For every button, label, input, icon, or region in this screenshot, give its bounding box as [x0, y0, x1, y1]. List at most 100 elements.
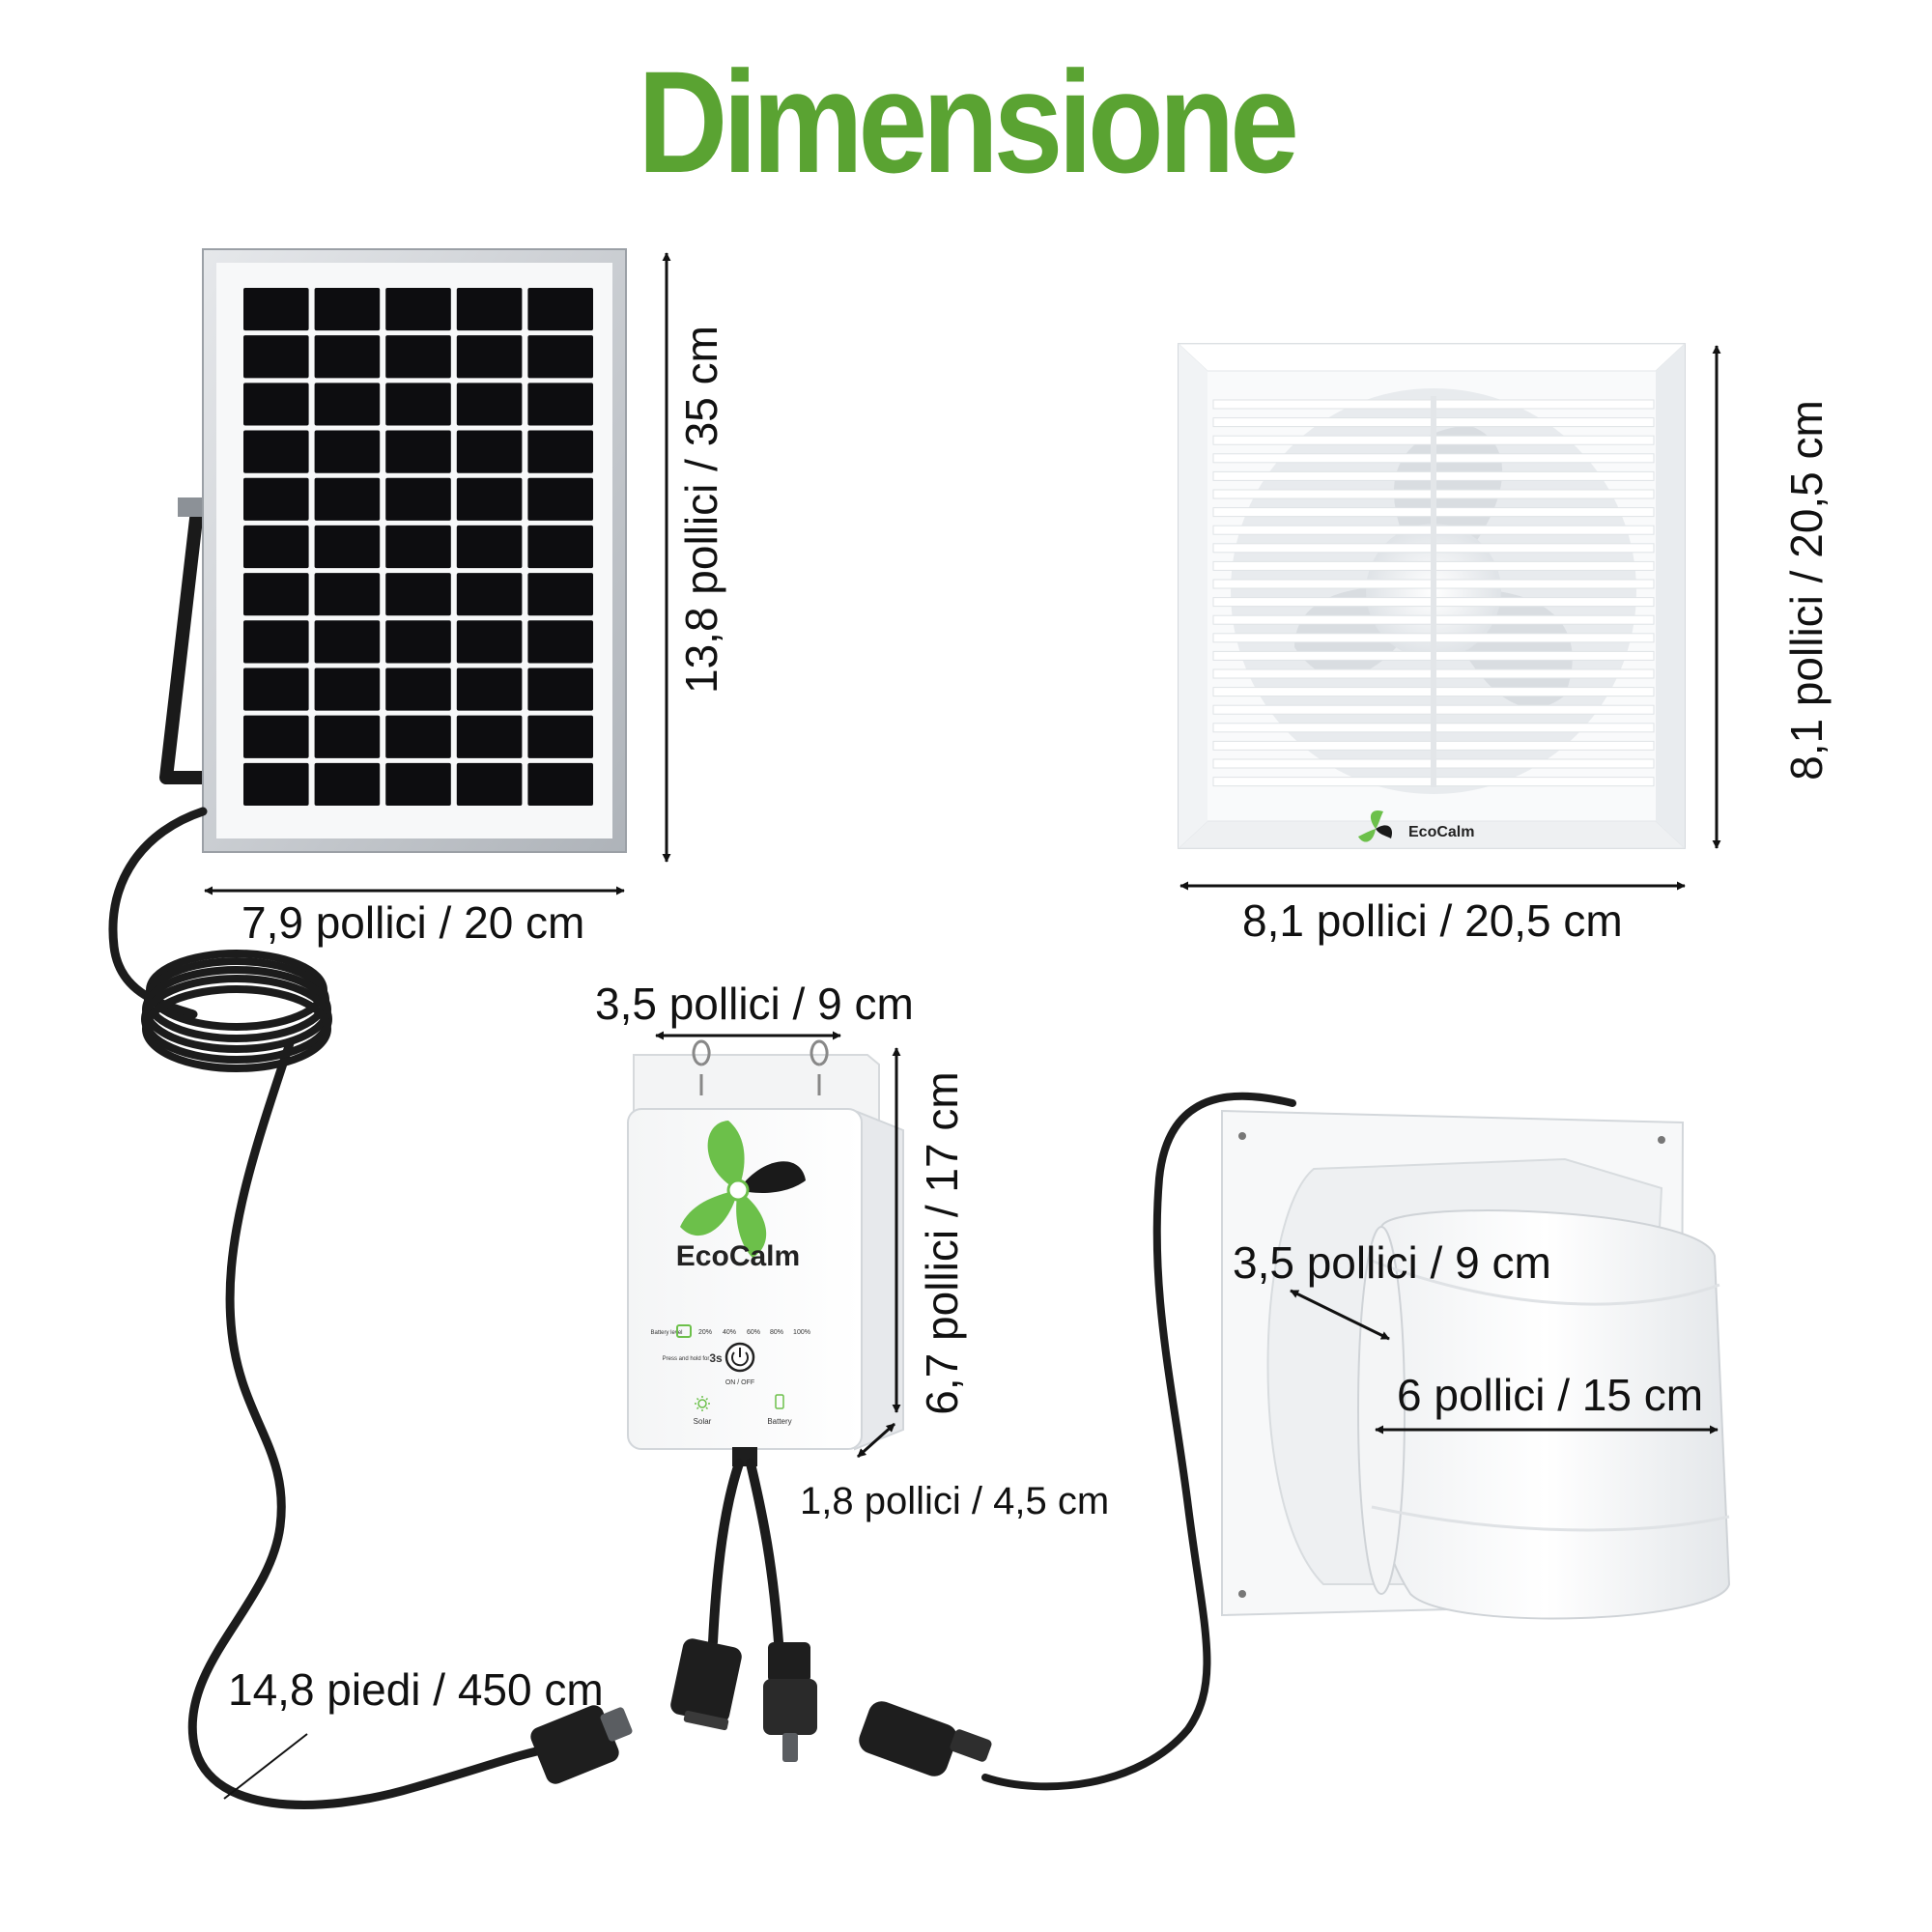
solar-cell	[243, 383, 309, 426]
solar-sun-icon	[695, 1396, 710, 1411]
solar-cell	[314, 668, 381, 711]
solar-cell	[385, 715, 451, 758]
solar-cell	[243, 335, 309, 379]
solar-cell	[385, 620, 451, 664]
fan-logo-icon	[1358, 810, 1393, 842]
solar-cell	[243, 525, 309, 569]
solar-cell	[527, 573, 593, 616]
solar-cell	[456, 620, 523, 664]
duct-diameter-label: 6 pollici / 15 cm	[1397, 1370, 1704, 1420]
solar-cell	[243, 762, 309, 806]
solar-cell	[456, 430, 523, 473]
solar-cell	[527, 715, 593, 758]
solar-cell	[527, 762, 593, 806]
solar-cell	[314, 477, 381, 521]
solar-cell	[314, 762, 381, 806]
solar-cell	[456, 288, 523, 331]
solar-cell	[243, 430, 309, 473]
fan-front: EcoCalm	[1177, 343, 1687, 849]
solar-cell	[314, 715, 381, 758]
solar-cell	[314, 335, 381, 379]
controller-brand-text: EcoCalm	[676, 1240, 800, 1272]
solar-cell	[527, 430, 593, 473]
press-hold-seconds: 3s	[709, 1351, 723, 1365]
solar-cell	[314, 430, 381, 473]
solar-cell	[456, 668, 523, 711]
solar-port-label: Solar	[694, 1417, 712, 1426]
battery-port-icon	[775, 1394, 784, 1409]
solar-cell	[314, 288, 381, 331]
controller-fan-connector	[763, 1642, 817, 1762]
solar-cell	[385, 477, 451, 521]
solar-cell	[385, 335, 451, 379]
controller-solar-connector	[670, 1638, 742, 1731]
battery-level-20: 20%	[698, 1329, 712, 1336]
duct-depth-arrow	[1290, 1289, 1390, 1341]
controller-y-cable	[708, 1459, 783, 1647]
solar-plug	[530, 1705, 633, 1784]
solar-cell	[527, 620, 593, 664]
solar-cell	[385, 383, 451, 426]
solar-cell	[243, 668, 309, 711]
battery-level-100: 100%	[793, 1329, 810, 1336]
fan-brand-text: EcoCalm	[1408, 824, 1474, 840]
solar-cell	[527, 525, 593, 569]
battery-level-80: 80%	[770, 1329, 783, 1336]
solar-cell	[456, 477, 523, 521]
duct-depth-label: 3,5 pollici / 9 cm	[1233, 1237, 1551, 1288]
solar-cell	[314, 383, 381, 426]
controller-depth-arrow	[856, 1422, 896, 1459]
solar-cell	[456, 573, 523, 616]
fan-side	[859, 1092, 1731, 1791]
cable-length-pointer	[223, 1733, 308, 1800]
solar-cell	[527, 383, 593, 426]
battery-level-icon	[676, 1324, 692, 1338]
solar-cell	[527, 288, 593, 331]
solar-cell	[456, 335, 523, 379]
solar-cell	[385, 288, 451, 331]
press-hold-label: Press and hold for	[663, 1356, 710, 1362]
controller-box: EcoCalm Battery level 20% 40% 60% 80% 10…	[627, 1039, 904, 1762]
battery-level-40: 40%	[723, 1329, 736, 1336]
solar-cell	[527, 668, 593, 711]
solar-cell	[243, 620, 309, 664]
power-label: ON / OFF	[725, 1379, 754, 1386]
solar-cell	[385, 430, 451, 473]
solar-cell	[456, 715, 523, 758]
stand-bracket	[178, 497, 205, 517]
power-icon	[731, 1351, 749, 1367]
fan-plug	[859, 1701, 992, 1776]
solar-cell	[243, 288, 309, 331]
fan-height-label: 8,1 pollici / 20,5 cm	[1781, 400, 1832, 781]
panel-height-label: 13,8 pollici / 35 cm	[676, 326, 726, 694]
battery-level-label: Battery level	[650, 1330, 682, 1336]
solar-cells	[243, 288, 593, 806]
controller-logo-icon	[680, 1121, 806, 1258]
controller-height-label: 6,7 pollici / 17 cm	[917, 1071, 967, 1415]
solar-cell	[243, 573, 309, 616]
solar-cell	[456, 383, 523, 426]
battery-port-label: Battery	[767, 1417, 791, 1426]
solar-cell	[527, 335, 593, 379]
cable-length-label: 14,8 piedi / 450 cm	[228, 1664, 604, 1715]
solar-cell	[243, 715, 309, 758]
cable-coil	[141, 950, 332, 1072]
solar-cell	[385, 762, 451, 806]
solar-cell	[314, 620, 381, 664]
fan-width-label: 8,1 pollici / 20,5 cm	[1242, 895, 1623, 946]
page-title: Dimensione	[638, 41, 1299, 203]
solar-cell	[456, 525, 523, 569]
solar-cell	[314, 573, 381, 616]
panel-width-label: 7,9 pollici / 20 cm	[242, 897, 585, 948]
controller-front	[627, 1108, 863, 1450]
solar-cell	[243, 477, 309, 521]
solar-cell	[385, 668, 451, 711]
solar-cell	[527, 477, 593, 521]
controller-width-label: 3,5 pollici / 9 cm	[595, 979, 914, 1029]
solar-cell	[314, 525, 381, 569]
panel-stand	[159, 501, 205, 784]
solar-cell	[456, 762, 523, 806]
solar-panel	[159, 248, 627, 853]
